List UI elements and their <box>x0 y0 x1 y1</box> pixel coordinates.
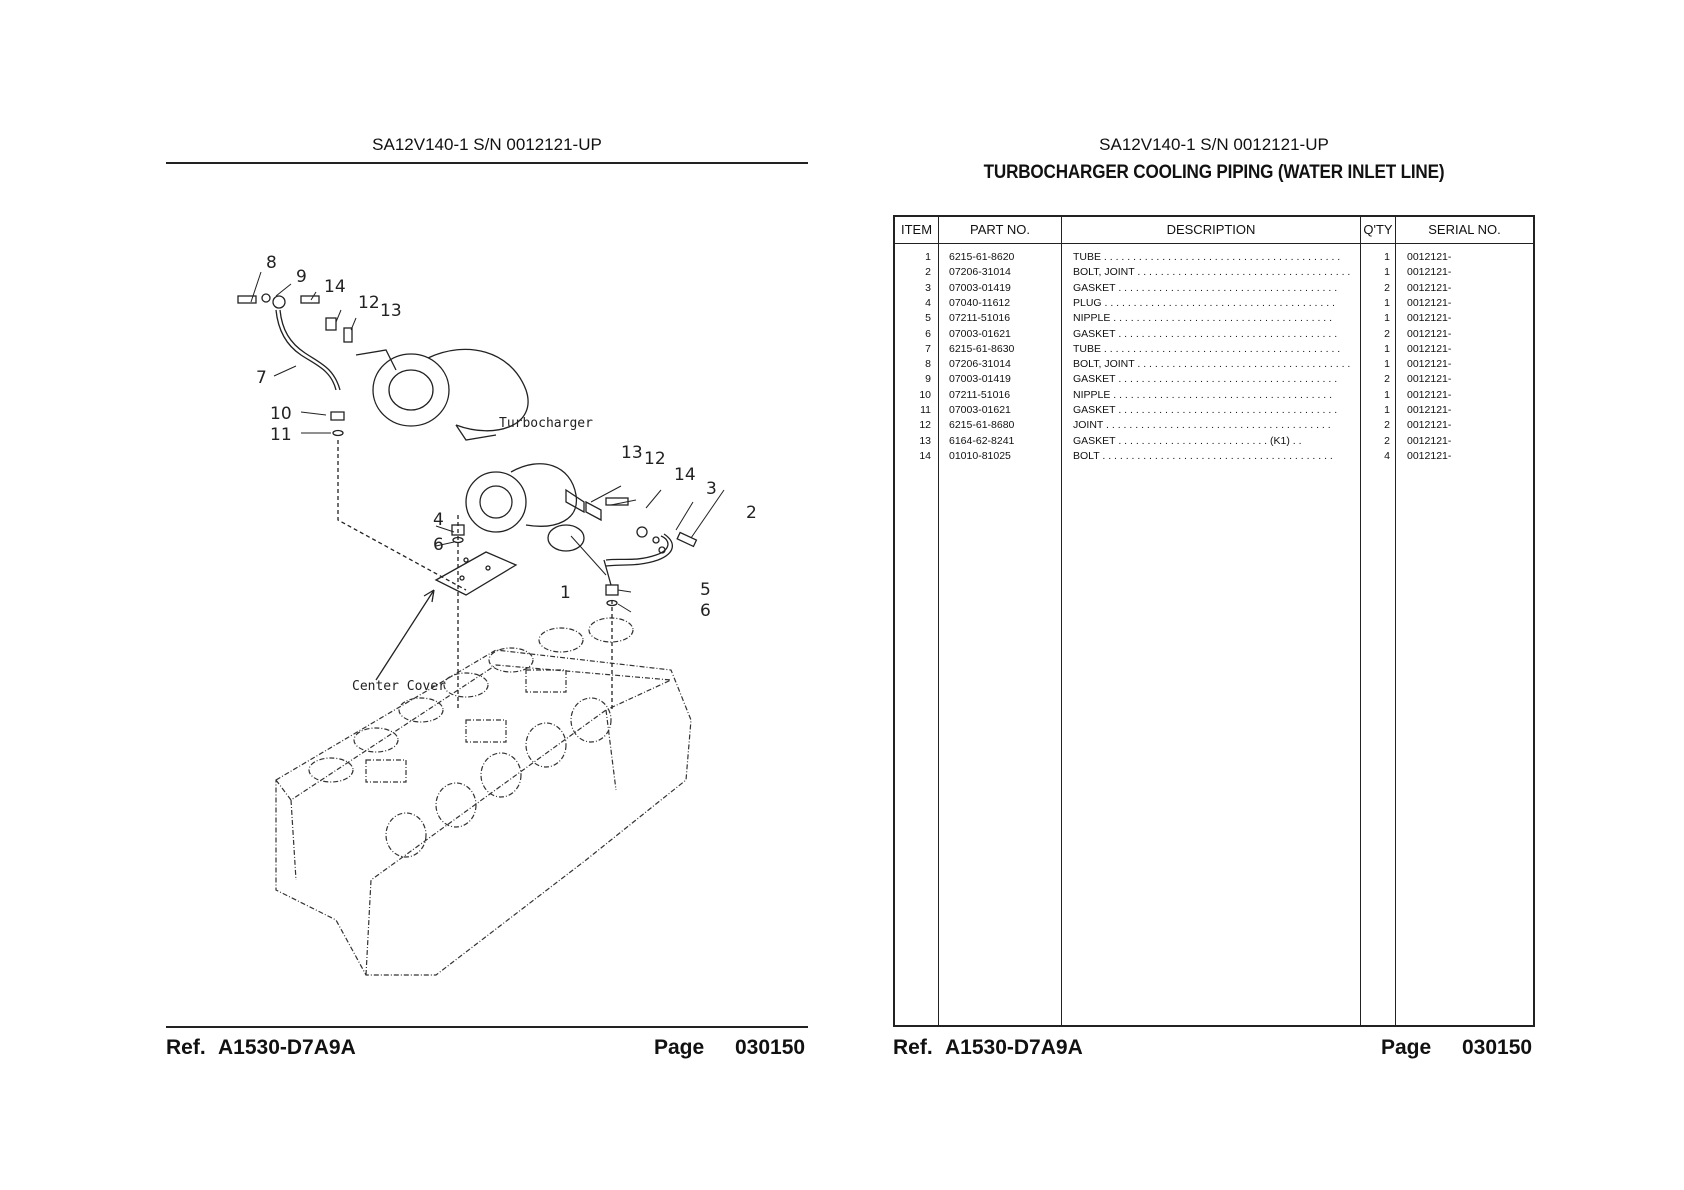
right-ref-label: Ref. <box>893 1036 933 1059</box>
callout-13: 13 <box>380 301 402 321</box>
exploded-parts-diagram: 8 9 14 12 13 7 10 11 Turbocharger 13 12 … <box>237 253 757 976</box>
callout-6-right: 6 <box>700 601 711 621</box>
callout-2: 2 <box>746 503 757 523</box>
parts-table: ITEM PART NO. DESCRIPTION Q'TY SERIAL NO… <box>893 215 1535 1027</box>
header-part-no: PART NO. <box>939 217 1061 244</box>
center-cover-label: Center Cover <box>352 679 446 694</box>
left-model-header: SA12V140-1 S/N 0012121-UP <box>372 135 602 154</box>
left-page-label: Page <box>654 1036 705 1059</box>
header-qty: Q'TY <box>1361 217 1395 244</box>
header-serial-no: SERIAL NO. <box>1396 217 1533 244</box>
callout-8: 8 <box>266 253 277 273</box>
callout-14-right: 14 <box>674 465 696 485</box>
left-header-rule <box>166 162 808 164</box>
right-page-label: Page <box>1381 1036 1432 1059</box>
callout-12: 12 <box>358 293 380 313</box>
callout-1: 1 <box>560 583 571 603</box>
diagram-callouts: 8 9 14 12 13 7 10 11 Turbocharger 13 12 … <box>256 253 757 694</box>
left-page-value: 030150 <box>735 1036 806 1059</box>
turbocharger-label: Turbocharger <box>499 416 593 431</box>
callout-14: 14 <box>324 277 346 297</box>
callout-9: 9 <box>296 267 307 287</box>
callout-11: 11 <box>270 425 292 445</box>
left-ref-label: Ref. <box>166 1036 206 1059</box>
callout-12-right: 12 <box>644 449 666 469</box>
page-title: TURBOCHARGER COOLING PIPING (WATER INLET… <box>983 162 1445 183</box>
callout-4: 4 <box>433 510 444 530</box>
callout-10: 10 <box>270 404 292 424</box>
callout-3: 3 <box>706 479 717 499</box>
right-model-header: SA12V140-1 S/N 0012121-UP <box>1099 135 1329 154</box>
right-page-value: 030150 <box>1462 1036 1533 1059</box>
callout-7: 7 <box>256 368 267 388</box>
left-footer-rule <box>166 1026 808 1028</box>
callout-6: 6 <box>433 535 444 555</box>
left-ref-value: A1530-D7A9A <box>218 1036 356 1059</box>
callout-13-right: 13 <box>621 443 643 463</box>
callout-5: 5 <box>700 580 711 600</box>
header-description: DESCRIPTION <box>1062 217 1360 244</box>
header-item: ITEM <box>895 217 938 244</box>
right-ref-value: A1530-D7A9A <box>945 1036 1083 1059</box>
